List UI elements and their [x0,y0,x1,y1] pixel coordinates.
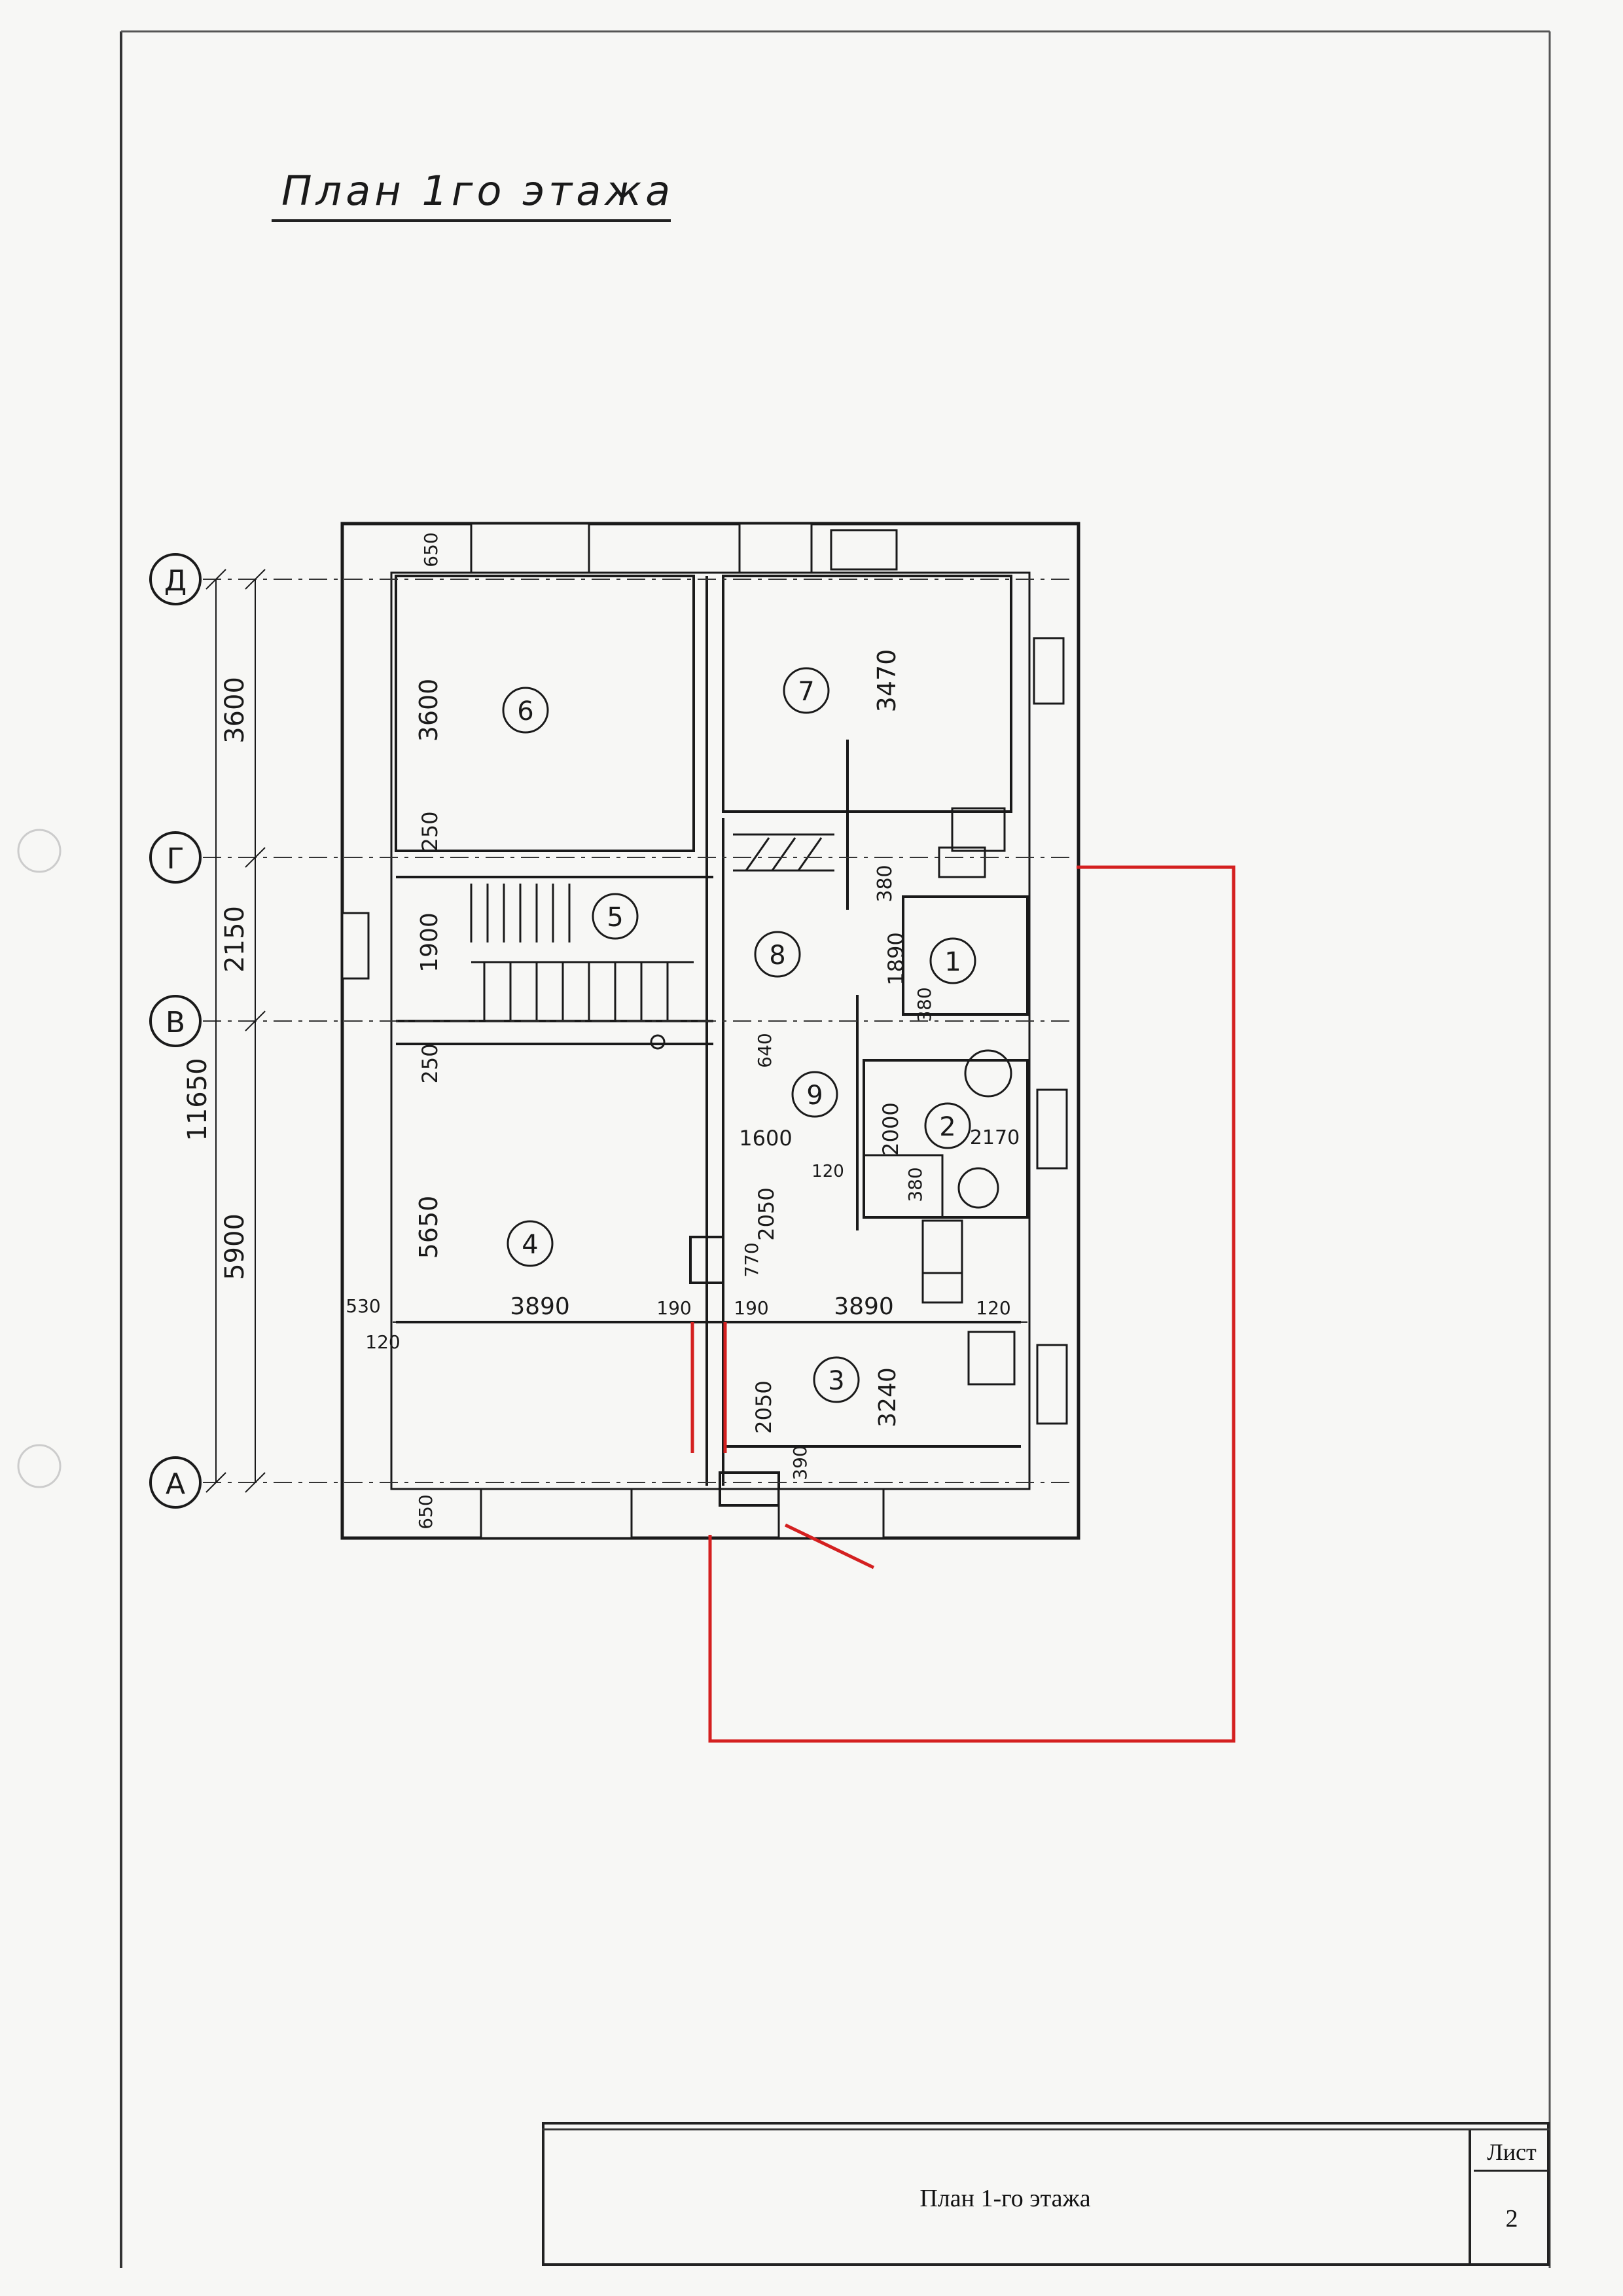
dim-room7-height: 3470 [872,649,901,713]
dim-room4-width: 3890 [510,1293,570,1320]
room-markers [502,667,976,1403]
dim-room4-height: 5650 [414,1196,443,1259]
binder-hole-bottom [17,1444,62,1488]
axis-bubble-g: Г [149,831,202,884]
room-1-label: 1 [944,947,961,977]
room-2-label: 2 [939,1112,955,1142]
title-block-caption: План 1-го этажа [542,2130,1471,2266]
plan-title: План 1го этажа [281,167,675,215]
dim-left-v-a: 5900 [220,1213,250,1280]
windows [341,522,1068,1539]
dim-2000: 2000 [878,1102,903,1155]
dim-380-a: 380 [874,865,897,902]
dim-top-wall: 650 [420,532,442,567]
dim-right-120: 120 [976,1297,1010,1319]
dim-wall-250-mid: 250 [418,1043,442,1083]
fixtures [650,807,1016,1386]
dim-3240: 3240 [874,1367,901,1427]
dim-left-53: 530 [346,1295,380,1317]
sheet-number: 2 [1505,2205,1518,2233]
room-8-label: 8 [769,941,785,971]
dim-room3-width: 3890 [834,1293,894,1320]
axis-bubble-d: Д [149,553,202,605]
room-7-label: 7 [798,677,814,707]
title-block [542,2122,1550,2266]
axis-label-v: В [166,1006,185,1039]
dim-room6-height: 3600 [414,679,443,742]
dim-left-d-g: 3600 [220,677,250,744]
axis-label-g: Г [167,842,185,876]
outer-walls [340,522,1080,1540]
dim-left-120: 120 [365,1331,400,1353]
dim-2170: 2170 [970,1126,1020,1149]
dim-380-c: 380 [904,1167,926,1202]
dim-wall-250-top: 250 [418,811,442,851]
room-5-label: 5 [607,903,623,933]
dim-1600: 1600 [739,1126,792,1151]
axis-bubble-a: А [149,1456,202,1509]
binder-hole-top [17,829,62,873]
interior-walls [395,575,1029,1507]
dim-2050-a: 2050 [754,1187,779,1240]
dim-380-b: 380 [914,987,935,1022]
dim-770: 770 [741,1242,762,1277]
room-3-label: 3 [828,1366,844,1396]
axis-label-a: А [166,1467,185,1501]
title-block-top-line [542,2128,1550,2130]
axis-label-d: Д [164,564,187,598]
highlight-extension [690,865,1236,1743]
sheet-label: Лист [1474,2134,1550,2172]
title-underline [272,219,671,222]
axis-bubble-v: В [149,995,202,1047]
dim-120: 120 [812,1162,844,1181]
dim-390: 390 [789,1445,811,1480]
dim-1890: 1890 [883,932,908,985]
room-6-label: 6 [517,696,533,726]
dim-640: 640 [754,1033,776,1067]
left-dimension-lines [205,569,1027,1493]
dim-2050-b: 2050 [751,1380,776,1433]
axis-lines [203,579,1073,1483]
dim-bottom-wall: 650 [415,1494,437,1529]
room-9-label: 9 [806,1081,823,1111]
staircase [470,833,834,1021]
dim-190-a: 190 [656,1297,691,1319]
dim-stair-1900: 1900 [416,912,443,973]
room-4-label: 4 [522,1230,538,1260]
dim-left-g-v: 2150 [220,906,250,973]
dim-left-total: 11650 [183,1058,213,1141]
dim-190-b: 190 [734,1297,768,1319]
